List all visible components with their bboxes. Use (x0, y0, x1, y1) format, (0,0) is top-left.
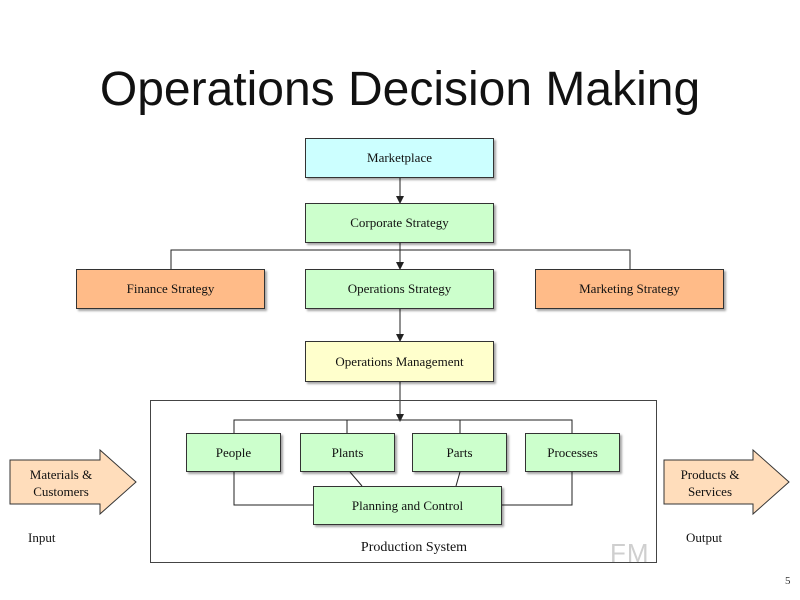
page-number: 5 (785, 575, 791, 587)
marketing-strategy-box: Marketing Strategy (535, 269, 724, 309)
resources-top-line (233, 419, 573, 433)
operations-strategy-box: Operations Strategy (305, 269, 494, 309)
resources-bottom-line-right (502, 472, 573, 506)
output-arrow-shape (663, 448, 790, 516)
parts-box: Parts (412, 433, 507, 472)
production-system-label: Production System (360, 540, 468, 555)
input-arrow-text: Materials & Customers (29, 467, 93, 499)
people-box: People (186, 433, 281, 472)
watermark-logo: FM (610, 538, 650, 568)
output-label: Output (686, 530, 723, 545)
input-label: Input (28, 530, 56, 545)
corporate-strategy-box: Corporate Strategy (305, 203, 494, 243)
finance-strategy-box: Finance Strategy (76, 269, 265, 309)
planning-and-control-box: Planning and Control (313, 486, 502, 525)
plants-box: Plants (300, 433, 395, 472)
output-arrow-text: Products & Services (680, 467, 740, 499)
marketplace-box: Marketplace (305, 138, 494, 178)
production-system-frame (150, 400, 657, 563)
processes-box: Processes (525, 433, 620, 472)
slide-title: Operations Decision Making (99, 63, 701, 116)
strategy-branch-line (170, 249, 631, 269)
input-arrow-shape (9, 448, 137, 516)
resources-bottom-line-left (233, 472, 313, 506)
operations-management-box: Operations Management (305, 341, 494, 382)
